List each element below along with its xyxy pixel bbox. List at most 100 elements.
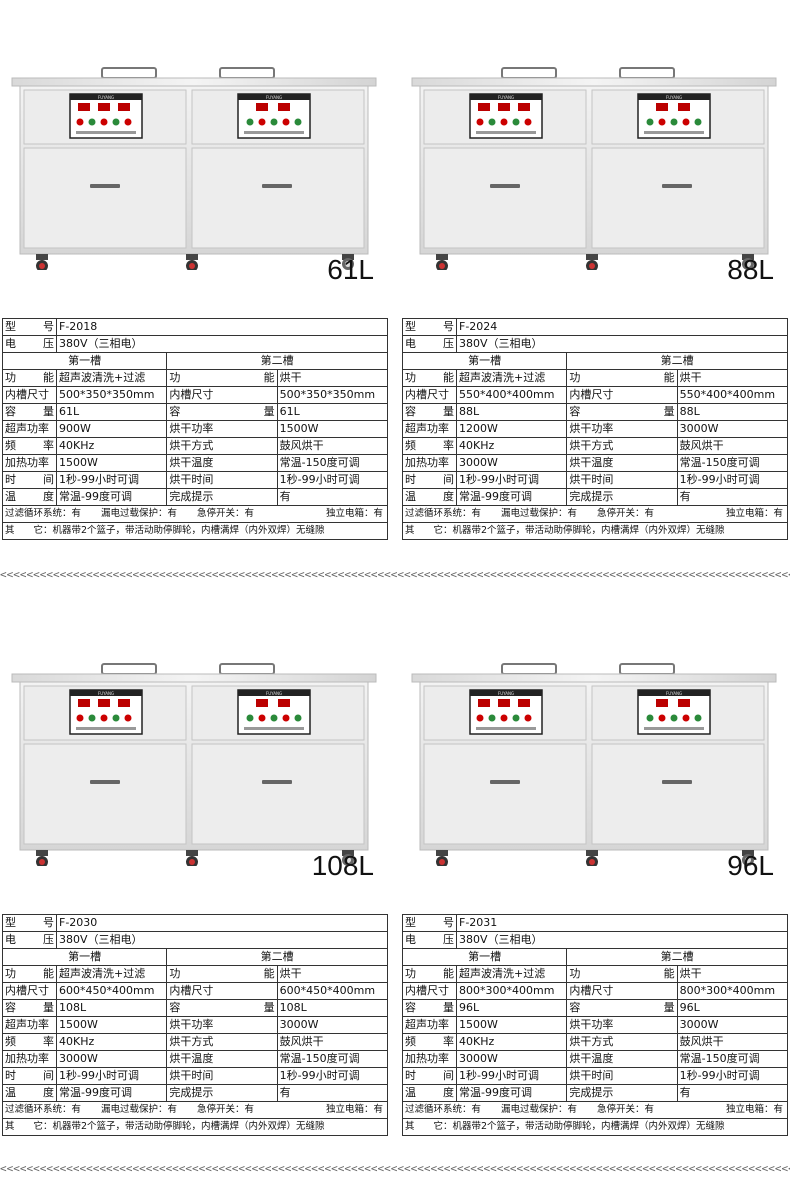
label-time: 时间	[402, 471, 457, 489]
label-ultra-power: 超声功率	[2, 1016, 57, 1034]
label-model: 型号	[2, 318, 57, 336]
row-function: 功能 超声波清洗+过滤 功能 烘干	[402, 965, 789, 983]
value-dry-time: 1秒-99小时可调	[276, 1067, 389, 1085]
value-model: F-2024	[456, 318, 788, 336]
label-dry-temp: 烘干温度	[566, 1050, 678, 1068]
value-dry-power: 3000W	[676, 1016, 789, 1034]
ultrasonic-machine-image: FUYANG FUYANG	[411, 67, 777, 270]
label-inner-size2: 内槽尺寸	[166, 982, 278, 1000]
value-heat-power: 3000W	[55, 1050, 168, 1068]
feature-filter: 过滤循环系统：有	[405, 1104, 482, 1115]
ultrasonic-machine-image: FUYANG FUYANG	[11, 67, 377, 270]
value-dry-mode: 鼓风烘干	[676, 437, 789, 455]
label-inner-size: 内槽尺寸	[402, 982, 457, 1000]
label-done-prompt: 完成提示	[566, 1084, 678, 1102]
row-voltage: 电压 380V（三相电）	[2, 335, 388, 353]
row-model: 型号 F-2024	[402, 318, 788, 336]
row-frequency: 频率 40KHz 烘干方式 鼓风烘干	[402, 437, 789, 455]
product-photo: FUYANG FUYANG	[0, 0, 388, 284]
label-dry-temp: 烘干温度	[166, 454, 278, 472]
value-dry-time: 1秒-99小时可调	[276, 471, 389, 489]
label-capacity2: 容量	[566, 403, 678, 421]
value-size2: 550*400*400mm	[676, 386, 789, 404]
label-done-prompt: 完成提示	[166, 1084, 278, 1102]
row-function: 功能 超声波清洗+过滤 功能 烘干	[2, 369, 389, 387]
header-tank2: 第二槽	[166, 948, 388, 966]
header-tank1: 第一槽	[1, 948, 168, 966]
divider-bottom: <<<<<<<<<<<<<<<<<<<<<<<<<<<<<<<<<<<<<<<<…	[0, 1162, 790, 1175]
row-features: 过滤循环系统：有漏电过载保护：有急停开关：有独立电箱：有	[402, 1101, 788, 1119]
row-time: 时间 1秒-99小时可调 烘干时间 1秒-99小时可调	[2, 1067, 389, 1085]
value-time: 1秒-99小时可调	[55, 471, 168, 489]
svg-text:FUYANG: FUYANG	[666, 691, 682, 696]
value-size1: 550*400*400mm	[455, 386, 568, 404]
label-ultra-power: 超声功率	[402, 420, 457, 438]
value-dry-power: 1500W	[276, 420, 389, 438]
features-line: 过滤循环系统：有漏电过载保护：有急停开关：有独立电箱：有	[402, 1101, 788, 1119]
row-power: 超声功率 900W 烘干功率 1500W	[2, 420, 389, 438]
label-dry-time: 烘干时间	[166, 471, 278, 489]
value-ultra-power: 1500W	[55, 1016, 168, 1034]
value-dry-temp: 常温-150度可调	[676, 1050, 789, 1068]
label-function2: 功能	[166, 965, 278, 983]
features-line: 过滤循环系统：有漏电过载保护：有急停开关：有独立电箱：有	[402, 505, 788, 523]
feature-leak: 漏电过载保护：有	[101, 508, 178, 519]
label-heat-power: 加热功率	[2, 1050, 57, 1068]
row-time: 时间 1秒-99小时可调 烘干时间 1秒-99小时可调	[402, 1067, 789, 1085]
row-temperature: 温度 常温-99度可调 完成提示 有	[2, 1084, 389, 1102]
svg-text:FUYANG: FUYANG	[98, 95, 114, 100]
value-capacity1: 88L	[455, 403, 568, 421]
row-tank-headers: 第一槽 第二槽	[1, 352, 388, 370]
value-function1: 超声波清洗+过滤	[455, 965, 568, 983]
feature-estop: 急停开关：有	[597, 1104, 655, 1115]
feature-elecbox: 独立电箱：有	[325, 508, 383, 519]
label-capacity: 容量	[402, 999, 457, 1017]
label-heat-power: 加热功率	[402, 1050, 457, 1068]
value-frequency: 40KHz	[455, 1033, 568, 1051]
value-heat-power: 3000W	[455, 1050, 568, 1068]
label-voltage: 电压	[402, 931, 457, 949]
row-tank-headers: 第一槽 第二槽	[1, 948, 388, 966]
value-function1: 超声波清洗+过滤	[55, 369, 168, 387]
label-time: 时间	[402, 1067, 457, 1085]
value-model: F-2031	[456, 914, 788, 932]
label-model: 型号	[402, 914, 457, 932]
label-dry-time: 烘干时间	[166, 1067, 278, 1085]
value-done-prompt: 有	[276, 488, 389, 506]
label-done-prompt: 完成提示	[166, 488, 278, 506]
label-function2: 功能	[166, 369, 278, 387]
feature-elecbox: 独立电箱：有	[725, 1104, 783, 1115]
label-voltage: 电压	[2, 335, 57, 353]
row-voltage: 电压 380V（三相电）	[402, 335, 788, 353]
label-temperature: 温度	[2, 488, 57, 506]
row-power: 超声功率 1500W 烘干功率 3000W	[2, 1016, 389, 1034]
value-size2: 600*450*400mm	[276, 982, 389, 1000]
value-function2: 烘干	[676, 369, 789, 387]
label-ultra-power: 超声功率	[2, 420, 57, 438]
feature-elecbox: 独立电箱：有	[725, 508, 783, 519]
label-temperature: 温度	[2, 1084, 57, 1102]
feature-leak: 漏电过载保护：有	[501, 508, 578, 519]
label-dry-power: 烘干功率	[566, 1016, 678, 1034]
value-temperature: 常温-99度可调	[55, 488, 168, 506]
feature-filter: 过滤循环系统：有	[405, 508, 482, 519]
product-photo: FUYANG FUYANG	[400, 0, 788, 284]
other-line: 其 它：机器带2个篮子，带活动助停脚轮，内槽满焊（内外双焊）无缝隙	[402, 522, 788, 540]
divider-top: <<<<<<<<<<<<<<<<<<<<<<<<<<<<<<<<<<<<<<<<…	[0, 568, 790, 581]
label-inner-size: 内槽尺寸	[2, 982, 57, 1000]
row-features: 过滤循环系统：有漏电过载保护：有急停开关：有独立电箱：有	[402, 505, 788, 523]
value-size1: 500*350*350mm	[55, 386, 168, 404]
label-dry-mode: 烘干方式	[166, 437, 278, 455]
value-voltage: 380V（三相电）	[456, 335, 788, 353]
value-voltage: 380V（三相电）	[456, 931, 788, 949]
row-capacity: 容量 96L 容量 96L	[402, 999, 789, 1017]
value-size1: 600*450*400mm	[55, 982, 168, 1000]
row-heat: 加热功率 3000W 烘干温度 常温-150度可调	[402, 1050, 789, 1068]
label-frequency: 频率	[2, 437, 57, 455]
value-done-prompt: 有	[676, 488, 789, 506]
label-dry-power: 烘干功率	[166, 1016, 278, 1034]
row-temperature: 温度 常温-99度可调 完成提示 有	[402, 1084, 789, 1102]
label-dry-mode: 烘干方式	[166, 1033, 278, 1051]
ultrasonic-machine-image: FUYANG FUYANG	[11, 663, 377, 866]
header-tank2: 第二槽	[566, 948, 788, 966]
